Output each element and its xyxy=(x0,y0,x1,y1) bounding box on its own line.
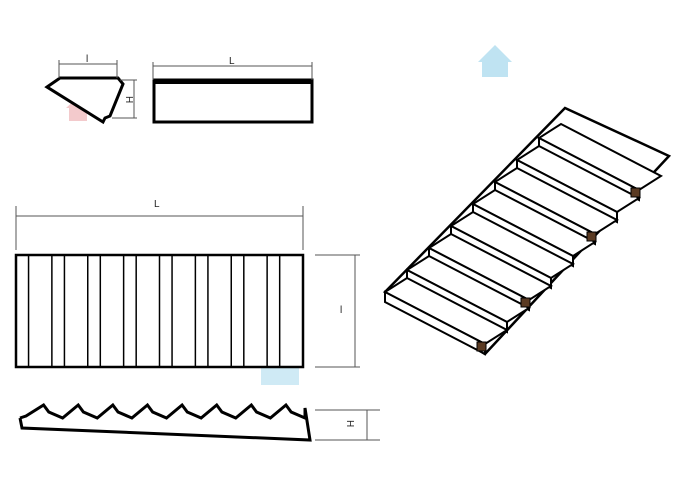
embedded-plate xyxy=(630,187,641,198)
plan-view: L l xyxy=(14,199,360,369)
embedded-plate xyxy=(586,231,597,242)
profile-height-label: H xyxy=(344,420,355,427)
cross-section: l H xyxy=(44,54,137,125)
plan-width-label: l xyxy=(340,305,342,316)
profile-view: H xyxy=(18,402,380,442)
embedded-plate xyxy=(520,297,531,308)
side-view: L xyxy=(152,56,314,124)
embedded-plate xyxy=(476,341,487,352)
section-width-label: l xyxy=(86,54,88,65)
step-riser xyxy=(384,290,486,356)
house-watermark-icon xyxy=(478,45,512,77)
plan-length-label: L xyxy=(154,199,160,210)
side-length-label: L xyxy=(229,56,235,67)
isometric-stair xyxy=(383,106,672,356)
section-height-label: H xyxy=(123,96,134,103)
